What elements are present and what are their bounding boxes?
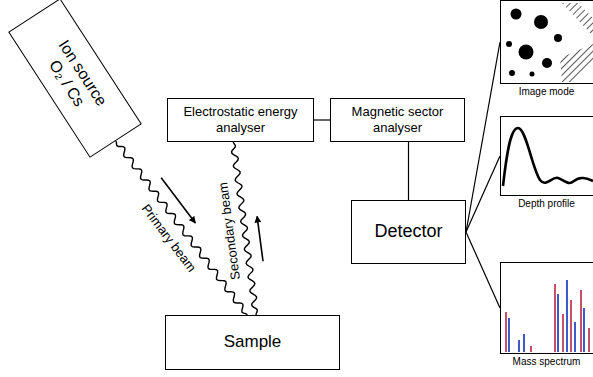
hatched-region [560, 44, 593, 82]
connector-path [466, 42, 500, 232]
grain-dot [534, 15, 548, 29]
spectrum-bar [508, 318, 510, 352]
ion-beam [116, 141, 247, 315]
grain-dot [542, 58, 552, 68]
wavy-beam-line [116, 141, 247, 315]
spectrum-bar [530, 346, 532, 352]
grain-dot [519, 45, 534, 60]
connector-path [466, 156, 500, 232]
panel-frame [500, 262, 593, 354]
connector-line [466, 232, 500, 308]
connector-path [466, 232, 500, 308]
spectrum-bar [518, 340, 520, 352]
analyser-box: Electrostatic energy analyser [167, 98, 314, 142]
output-panel: Depth profile [500, 116, 593, 209]
connector-line [466, 42, 500, 232]
spectrum-bar [557, 294, 559, 352]
beam-label: Secondary beam [215, 179, 243, 282]
sample-box: Sample [165, 315, 340, 370]
grain-dot [530, 72, 535, 77]
connector-line [466, 156, 500, 232]
box-label: Electrostatic energy analyser [176, 104, 305, 135]
box-label: Sample [224, 332, 282, 352]
panel-caption: Image mode [500, 86, 593, 97]
spectrum-bar [574, 322, 576, 352]
output-panel: Mass spectrum [500, 262, 593, 367]
panel-caption: Mass spectrum [500, 356, 593, 367]
grain-dot [511, 9, 522, 20]
mass-spectrum-picture [506, 280, 589, 352]
output-panel: Image mode [500, 0, 593, 97]
beam-label: Primary beam [137, 199, 200, 276]
image-mode-picture [506, 3, 593, 82]
connector-line [408, 142, 409, 200]
ion-source-box: Ion source O₂ / Cs [8, 0, 142, 158]
analyser-box: Magnetic sector analyser [330, 98, 465, 142]
spectrum-bar [505, 312, 507, 352]
spectrum-bar [588, 328, 590, 352]
panel-frame [500, 0, 593, 84]
spectrum-bar [554, 284, 556, 352]
connector-path [408, 142, 409, 200]
grain-dot [554, 34, 562, 42]
grain-dot [506, 41, 512, 47]
beam-direction-arrow [161, 178, 195, 223]
hatched-region [562, 3, 593, 36]
spectrum-bar [562, 314, 564, 352]
spectrum-bar [570, 300, 572, 352]
detector-box: Detector [351, 200, 466, 264]
connector-path [314, 119, 330, 120]
spectrum-bar [523, 334, 525, 352]
grain-dot [509, 70, 515, 76]
box-label: Detector [374, 221, 442, 243]
spectrum-bar [580, 290, 582, 352]
panel-frame [500, 116, 593, 196]
profile-curve [503, 128, 593, 186]
depth-profile-picture [503, 128, 593, 186]
beam-direction-arrow [257, 216, 263, 261]
box-label: Magnetic sector analyser [339, 104, 456, 135]
panel-caption: Depth profile [500, 198, 593, 209]
connector-line [314, 120, 330, 121]
spectrum-bar [566, 280, 568, 352]
spectrum-bar [583, 308, 585, 352]
box-label: Ion source O₂ / Cs [35, 31, 115, 126]
